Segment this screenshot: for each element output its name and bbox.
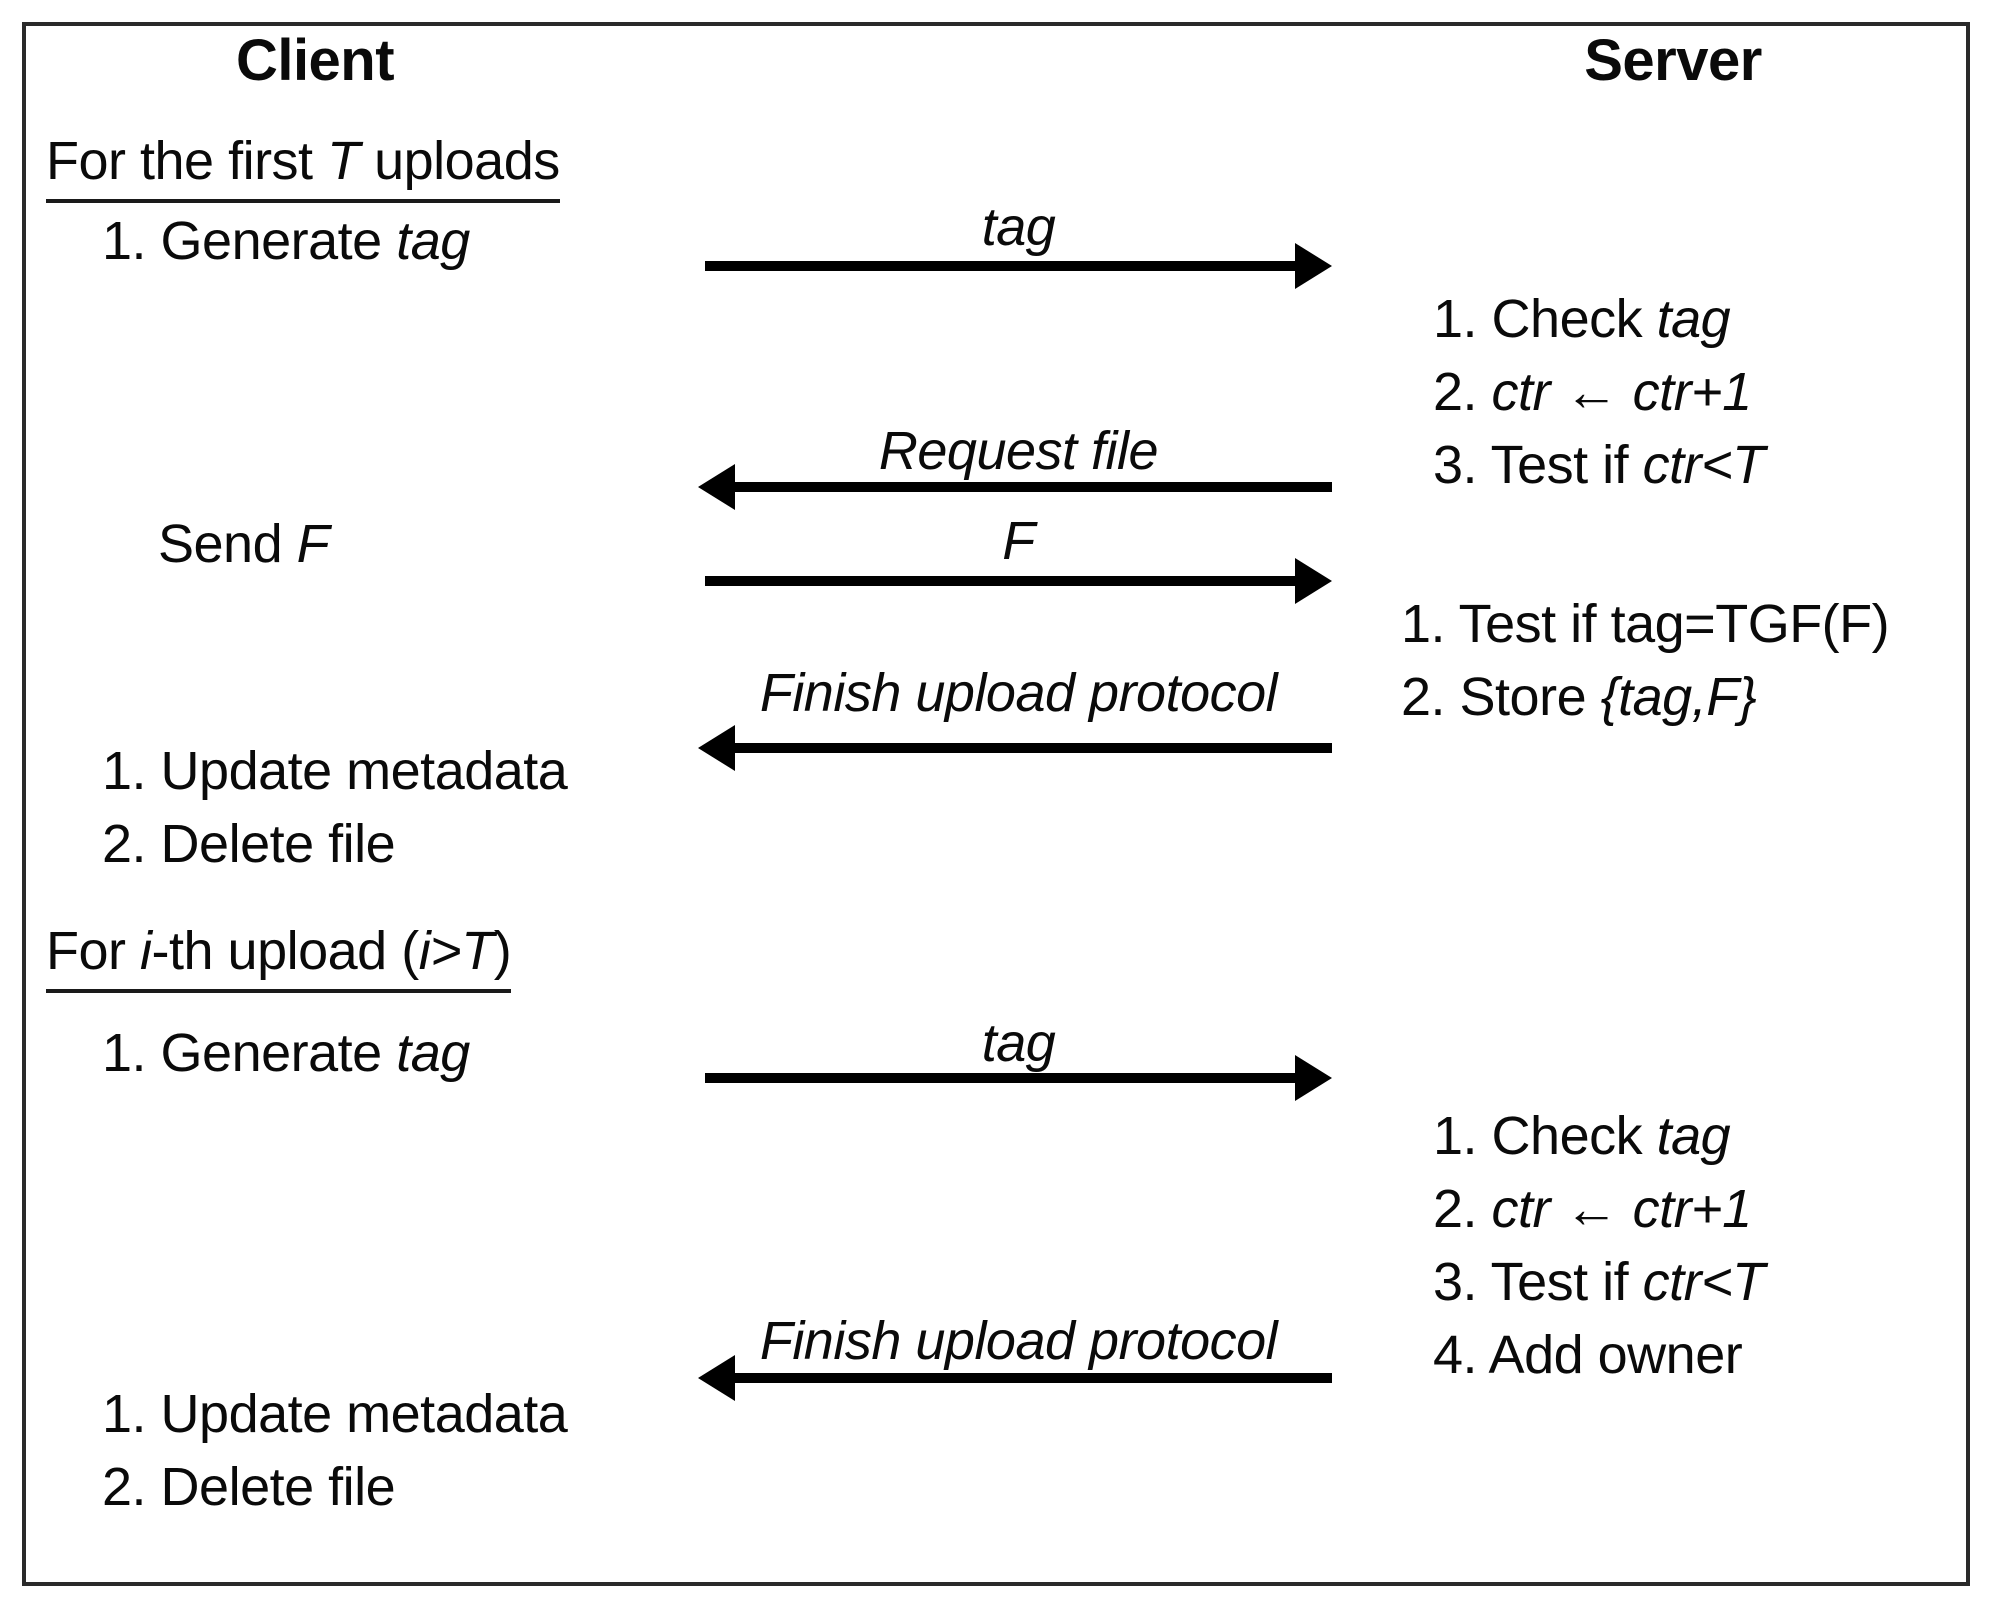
client-step: 2. Delete file [102, 814, 396, 874]
client-column-header: Client [235, 28, 395, 93]
phase2-client-step-generate-tag: 1. Generate tag [102, 1023, 470, 1083]
server-step: 3. Test if ctr<T [1433, 435, 1765, 495]
phase2-server-steps: 1. Check tag 2. ctr ← ctr+1 3. Test if c… [1433, 1100, 1765, 1392]
arrow-shaft [705, 1073, 1295, 1083]
arrowhead-right-icon [1295, 558, 1332, 604]
server-step: 1. Test if tag=TGF(F) [1401, 594, 1890, 654]
server-step: 2. ctr ← ctr+1 [1433, 362, 1752, 422]
phase1-client-step-generate-tag: 1. Generate tag [102, 211, 470, 271]
client-step: 1. Update metadata [102, 1384, 568, 1444]
server-step: 4. Add owner [1433, 1325, 1743, 1385]
arrowhead-right-icon [1295, 243, 1332, 289]
message-arrow-f-right [705, 558, 1332, 604]
phase2-client-post-steps: 1. Update metadata 2. Delete file [102, 1378, 568, 1524]
diagram-border [22, 22, 1970, 1586]
phase1-server-steps-a: 1. Check tag 2. ctr ← ctr+1 3. Test if c… [1433, 283, 1765, 502]
message-arrow-tag-right [705, 243, 1332, 289]
phase1-title: For the first T uploads [46, 130, 560, 204]
message-label-f: F [1002, 511, 1035, 571]
server-step: 1. Check tag [1433, 1106, 1731, 1166]
server-step: 2. Store {tag,F} [1401, 667, 1757, 727]
phase1-client-send-f: Send F [158, 514, 330, 574]
server-column-header: Server [1584, 28, 1762, 93]
arrow-shaft [735, 743, 1332, 753]
arrow-shaft [705, 576, 1295, 586]
phase2-title: For i-th upload (i>T) [46, 920, 512, 994]
arrow-shaft [735, 1373, 1332, 1383]
server-step: 3. Test if ctr<T [1433, 1252, 1765, 1312]
arrow-shaft [735, 482, 1332, 492]
message-arrow-tag-right [705, 1055, 1332, 1101]
message-label-request-file: Request file [878, 421, 1159, 481]
client-step: 1. Update metadata [102, 741, 568, 801]
message-label-finish-upload: Finish upload protocol [759, 1311, 1278, 1371]
arrowhead-left-icon [698, 464, 735, 510]
message-arrow-finish-left [698, 1355, 1332, 1401]
message-label-tag: tag [981, 197, 1056, 257]
phase1-client-post-steps: 1. Update metadata 2. Delete file [102, 735, 568, 881]
message-arrow-finish-left [698, 725, 1332, 771]
arrowhead-right-icon [1295, 1055, 1332, 1101]
message-arrow-request-file-left [698, 464, 1332, 510]
arrowhead-left-icon [698, 725, 735, 771]
message-label-finish-upload: Finish upload protocol [759, 663, 1278, 723]
client-step: 2. Delete file [102, 1457, 396, 1517]
server-step: 2. ctr ← ctr+1 [1433, 1179, 1752, 1239]
arrow-shaft [705, 261, 1295, 271]
message-label-tag: tag [981, 1013, 1056, 1073]
server-step: 1. Check tag [1433, 289, 1731, 349]
phase1-server-steps-b: 1. Test if tag=TGF(F) 2. Store {tag,F} [1401, 588, 1890, 734]
arrowhead-left-icon [698, 1355, 735, 1401]
